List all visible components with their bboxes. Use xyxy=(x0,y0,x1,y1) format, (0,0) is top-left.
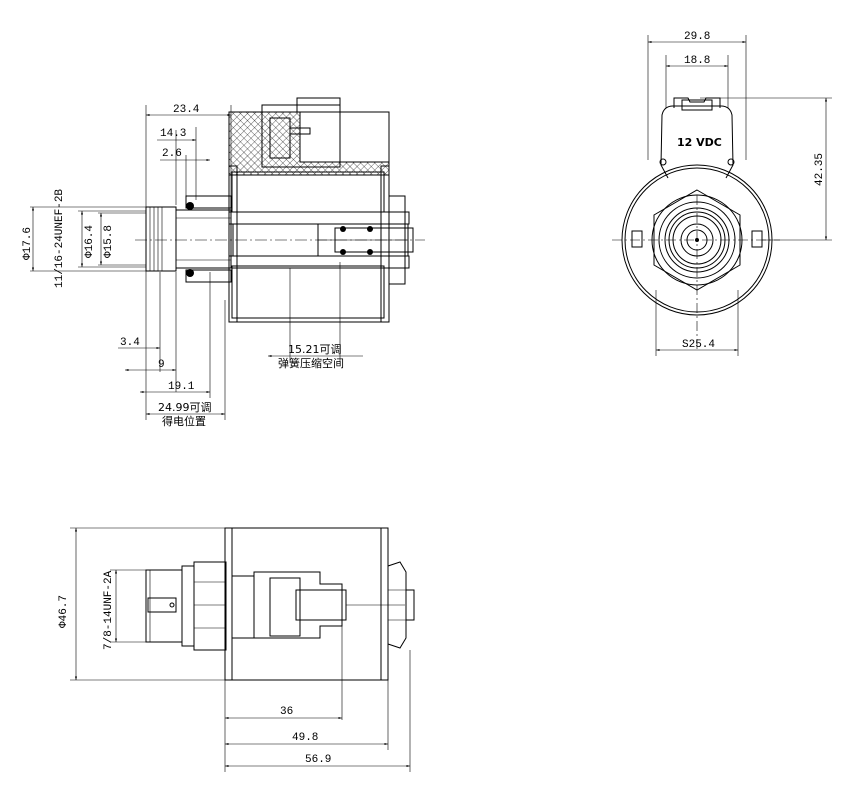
connector xyxy=(261,97,341,168)
voltage-label: 12 VDC xyxy=(677,136,722,149)
coil-housing xyxy=(228,111,414,323)
dim-42-35: 42.35 xyxy=(814,153,826,186)
dim-15-21-note: 弹簧压缩空间 xyxy=(278,356,344,370)
dim-23-4: 23.4 xyxy=(173,104,200,116)
front-view: 12 VDC 29.8 18.8 42.35 S25.4 xyxy=(612,31,832,356)
dim-3-4: 3.4 xyxy=(120,337,140,349)
dim-9: 9 xyxy=(158,359,165,371)
threaded-fitting xyxy=(145,195,232,283)
bottom-view: Φ46.7 7/8-14UNF-2A 36 49.8 56.9 xyxy=(58,527,415,772)
dim-49-8: 49.8 xyxy=(292,732,318,744)
dia-15-8: Φ15.8 xyxy=(103,225,115,258)
dim-15-21: 15.21可调 xyxy=(288,343,342,356)
thread-11-16: 11/16-24UNEF-2B xyxy=(54,189,66,288)
dia-16-4: Φ16.4 xyxy=(84,225,96,258)
dim-2-6: 2.6 xyxy=(162,148,182,160)
dim-36: 36 xyxy=(280,706,293,718)
dim-29-8: 29.8 xyxy=(684,31,710,43)
dim-19-1: 19.1 xyxy=(168,381,195,393)
thread-7-8: 7/8-14UNF-2A xyxy=(103,570,115,650)
dim-s25-4: S25.4 xyxy=(682,339,715,351)
dia-17-6: Φ17.6 xyxy=(22,227,34,260)
dim-24-99-note: 得电位置 xyxy=(162,414,206,428)
dim-14-3: 14.3 xyxy=(160,128,186,140)
dim-56-9: 56.9 xyxy=(305,754,331,766)
dim-24-99: 24.99可调 xyxy=(158,401,212,414)
dia-46-7: Φ46.7 xyxy=(58,595,70,628)
dim-18-8: 18.8 xyxy=(684,55,710,67)
side-section-view: 23.4 14.3 2.6 3.4 9 19.1 24.99可调 得电位置 15… xyxy=(22,97,425,428)
